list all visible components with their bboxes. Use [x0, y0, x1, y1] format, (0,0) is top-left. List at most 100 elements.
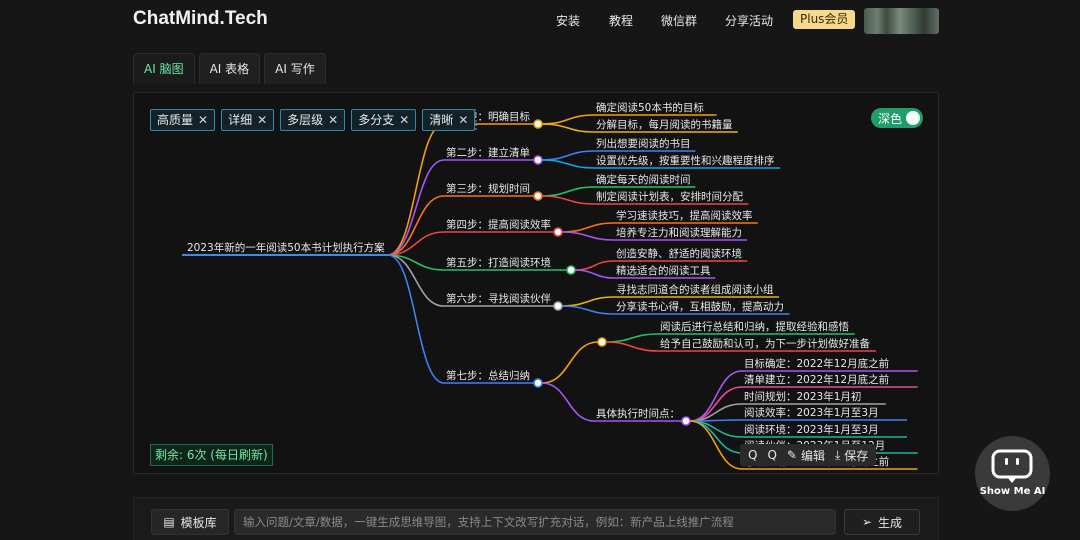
show-me-ai-assistant-button[interactable]: Show Me AI	[975, 436, 1050, 511]
leaf-node[interactable]: 制定阅读计划表，安排时间分配	[596, 190, 743, 203]
branch-node[interactable]: 第三步：规划时间	[446, 182, 530, 195]
logo[interactable]: ChatMind.Tech	[133, 8, 268, 29]
plus-membership-button[interactable]: Plus会员	[793, 10, 856, 29]
group-dot	[681, 416, 691, 426]
mindmap-canvas[interactable]: 2023年新的一年阅读50本书计划执行方案第一步：明确目标确定阅读50本书的目标…	[133, 92, 939, 474]
close-icon[interactable]: ✕	[198, 113, 209, 127]
chip-multilevel: 多层级 ✕	[280, 109, 346, 131]
leaf-node[interactable]: 分解目标，每月阅读的书籍量	[596, 118, 733, 131]
leaf-connector	[541, 195, 595, 205]
branch-dot	[533, 155, 543, 165]
chip-detailed: 详细 ✕	[221, 109, 275, 131]
save-label: 保存	[844, 448, 869, 463]
leaf-node[interactable]: 阅读后进行总结和归纳，提取经验和感悟	[660, 320, 849, 333]
leaf-node[interactable]: 创造安静、舒适的阅读环境	[616, 247, 742, 260]
group-node[interactable]: 具体执行时间点：	[596, 407, 680, 420]
leaf-node[interactable]: 培养专注力和阅读理解能力	[616, 226, 742, 239]
branch-node[interactable]: 第二步：建立清单	[446, 146, 530, 159]
branch-node[interactable]: 第五步：打造阅读环境	[446, 256, 551, 269]
chip-label: 清晰	[429, 113, 454, 127]
branch-node[interactable]: 第七步：总结归纳	[446, 369, 530, 382]
bot-label: Show Me AI	[979, 486, 1046, 497]
close-icon[interactable]: ✕	[458, 113, 469, 127]
leaf-node[interactable]: 清单建立：2022年12月底之前	[744, 373, 889, 386]
leaf-node[interactable]: 给予自己鼓励和认可，为下一步计划做好准备	[660, 337, 870, 350]
leaf-connector	[689, 370, 743, 422]
chip-high-quality: 高质量✕	[150, 109, 216, 131]
leaf-connector	[541, 123, 595, 133]
template-library-button[interactable]: ▤ 模板库	[151, 509, 229, 535]
remaining-quota: 剩余: 6次 (每日刷新)	[150, 444, 273, 466]
branch-dot	[566, 265, 576, 275]
leaf-node[interactable]: 阅读环境：2023年1月至3月	[744, 423, 879, 436]
branch-connector	[387, 123, 445, 256]
edit-button[interactable]: ✎编辑	[787, 447, 825, 464]
pencil-icon: ✎	[786, 448, 797, 462]
branch-node[interactable]: 第六步：寻找阅读伙伴	[446, 292, 551, 305]
branch-dot	[533, 191, 543, 201]
branch-connector	[387, 195, 445, 256]
nav-install[interactable]: 安装	[556, 14, 581, 28]
leaf-node[interactable]: 时间规划：2023年1月初	[744, 390, 861, 403]
branch-connector	[387, 254, 445, 384]
group-connector	[541, 382, 595, 422]
leaf-node[interactable]: 学习速读技巧，提高阅读效率	[616, 209, 753, 222]
zoom-in-button[interactable]: Q	[748, 448, 757, 462]
leaf-node[interactable]: 确定阅读50本书的目标	[596, 101, 704, 114]
tab-ai-table[interactable]: AI 表格	[198, 53, 261, 84]
leaf-node[interactable]: 设置优先级，按重要性和兴趣程度排序	[596, 154, 775, 167]
leaf-connector	[541, 186, 595, 197]
branch-dot	[553, 301, 563, 311]
leaf-connector	[605, 333, 659, 343]
chip-label: 详细	[228, 113, 253, 127]
chip-label: 多层级	[287, 113, 324, 127]
branch-dot	[533, 378, 543, 388]
save-button[interactable]: ⤓保存	[835, 447, 868, 464]
zoom-out-icon: Q	[767, 448, 777, 462]
edit-label: 编辑	[800, 448, 825, 463]
close-icon[interactable]: ✕	[399, 113, 410, 127]
branch-connector	[387, 159, 445, 256]
root-node[interactable]: 2023年新的一年阅读50本书计划执行方案	[187, 241, 385, 254]
tab-ai-mindmap[interactable]: AI 脑图	[133, 53, 195, 84]
zoom-in-icon: Q	[748, 448, 758, 462]
nav-wechat-group[interactable]: 微信群	[661, 14, 698, 28]
generate-button[interactable]: ➢ 生成	[844, 509, 920, 535]
leaf-connector	[605, 341, 659, 352]
tab-ai-writing[interactable]: AI 写作	[264, 53, 326, 84]
leaf-connector	[541, 150, 595, 161]
leaf-node[interactable]: 列出想要阅读的书目	[596, 137, 691, 150]
branch-connector	[387, 231, 445, 256]
leaf-node[interactable]: 阅读效率：2023年1月至3月	[744, 406, 879, 419]
branch-dot	[553, 227, 563, 237]
leaf-connector	[574, 269, 615, 279]
style-chips: 高质量✕ 详细✕ 多层级✕ 多分支✕ 清晰✕	[150, 109, 476, 131]
leaf-node[interactable]: 分享读书心得，互相鼓励，提高动力	[616, 300, 784, 313]
branch-dot	[533, 119, 543, 129]
leaf-node[interactable]: 确定每天的阅读时间	[596, 173, 691, 186]
mindmap-diagram[interactable]: 2023年新的一年阅读50本书计划执行方案第一步：明确目标确定阅读50本书的目标…	[134, 93, 940, 475]
leaf-connector	[561, 222, 615, 233]
canvas-toolbar: Q Q ✎编辑 ⤓保存	[740, 444, 877, 466]
toggle-label: 深色	[878, 112, 903, 126]
group-dot	[597, 337, 607, 347]
leaf-node[interactable]: 目标确定：2022年12月底之前	[744, 357, 889, 370]
leaf-node[interactable]: 精选适合的阅读工具	[616, 264, 711, 277]
close-icon[interactable]: ✕	[328, 113, 339, 127]
branch-node[interactable]: 第四步：提高阅读效率	[446, 218, 551, 231]
dark-mode-toggle[interactable]: 深色	[871, 108, 923, 128]
robot-icon	[991, 449, 1033, 483]
generate-label: 生成	[878, 515, 903, 530]
leaf-connector	[561, 296, 615, 307]
prompt-bar: ▤ 模板库 输入问题/文章/数据，一键生成思维导图，支持上下文改写扩充对话，例如…	[133, 497, 939, 540]
zoom-out-button[interactable]: Q	[767, 448, 776, 462]
leaf-node[interactable]: 寻找志同道合的读者组成阅读小组	[616, 283, 774, 296]
nav-share-activity[interactable]: 分享活动	[725, 14, 774, 28]
avatar[interactable]	[864, 8, 939, 34]
document-icon: ▤	[163, 515, 175, 529]
nav-tutorial[interactable]: 教程	[609, 14, 634, 28]
prompt-input[interactable]: 输入问题/文章/数据，一键生成思维导图，支持上下文改写扩充对话，例如：新产品上线…	[234, 509, 836, 535]
send-icon: ➢	[861, 515, 873, 529]
leaf-connector	[541, 114, 595, 125]
close-icon[interactable]: ✕	[257, 113, 268, 127]
